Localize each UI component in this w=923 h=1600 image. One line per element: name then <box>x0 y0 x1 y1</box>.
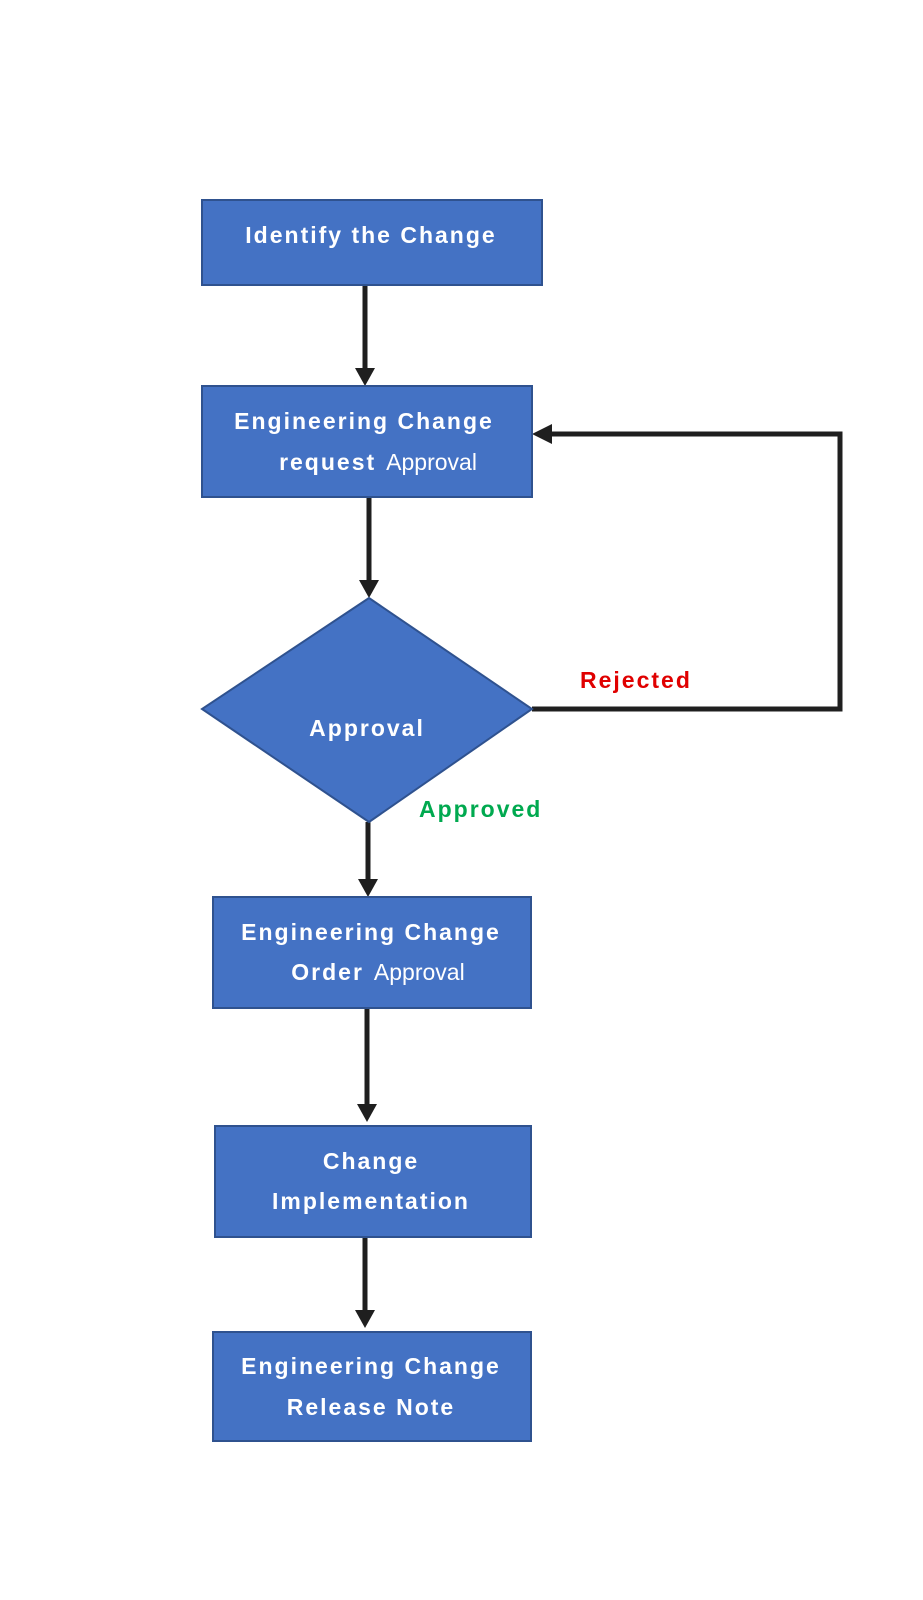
arrowhead-ecr-to-decision <box>359 580 379 598</box>
node-approval-decision: Approval <box>200 596 534 824</box>
connectors <box>355 285 843 1328</box>
node-identify-change-label: Identify the Change <box>245 222 496 248</box>
arrowhead-rejected-loop <box>532 424 552 444</box>
node-implementation-label-line2: Implementation <box>272 1188 470 1214</box>
edge-label-rejected: Rejected <box>580 667 692 693</box>
node-eco-label-line1: Engineering Change <box>241 919 501 945</box>
node-identify-change: Identify the Change <box>201 199 543 286</box>
arrow-rejected-loop <box>532 431 843 712</box>
arrowhead-implementation-to-release <box>355 1310 375 1328</box>
arrowhead-identify-to-ecr <box>355 368 375 386</box>
node-implementation-label-line1: Change <box>323 1148 419 1174</box>
arrowhead-eco-to-implementation <box>357 1104 377 1122</box>
node-approval-decision-label: Approval <box>309 715 425 741</box>
node-ecr-label-line1: Engineering Change <box>234 408 494 434</box>
node-release-note: Engineering Change Release Note <box>212 1331 532 1442</box>
node-release-label-line1: Engineering Change <box>241 1353 501 1379</box>
node-change-implementation: Change Implementation <box>214 1125 532 1238</box>
arrowhead-decision-to-eco <box>358 879 378 897</box>
edge-label-approved: Approved <box>419 796 542 822</box>
node-release-label-line2: Release Note <box>287 1394 455 1420</box>
